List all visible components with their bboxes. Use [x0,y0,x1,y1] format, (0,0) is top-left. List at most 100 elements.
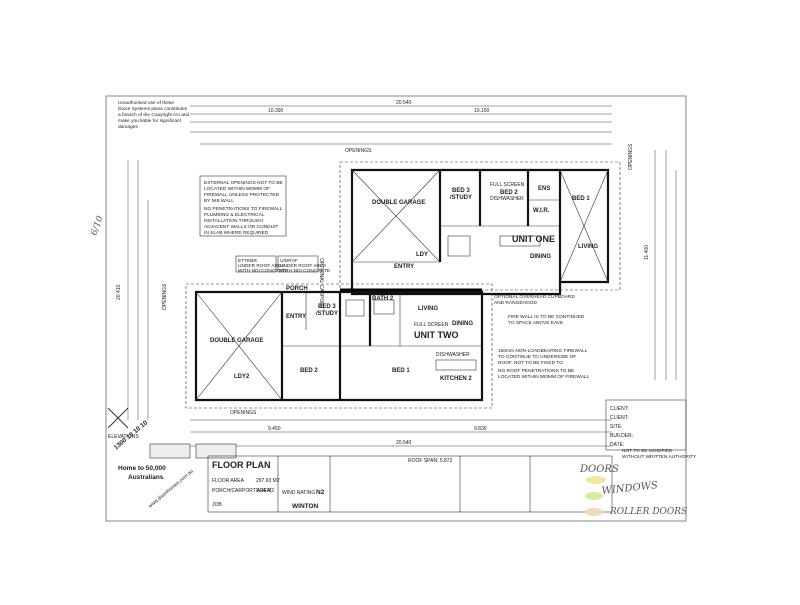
note-under-roof-left-1: ETTEBR [238,258,257,264]
note-under-roof-left-3: WITH NDI CONCRETE [238,268,288,274]
copyright-line-3: a breach of the Copyright Act and [118,112,190,118]
partner-badge [195,443,237,459]
highlight-roller [585,508,603,516]
note-penetrations-4: ADJACENT WALLS OR CONDUIT [204,224,278,230]
note-firewall-1: FIRE WALL IS TO BE CONTINUED [508,314,585,320]
floor-area-label: FLOOR AREA [212,478,245,484]
hand-note-top-left: 6/10 [89,214,105,237]
top-dimensions: 20.540 10.390 10.150 OPENINGS [190,100,612,154]
builder-badge [149,443,191,459]
builder-label: BUILDER: [610,433,633,439]
note-non-loadbearing-1: 150mm NON-LOADBEARING FIREWALL [498,348,588,354]
note-under-roof-right-2: UNDER ROOF AREA [280,263,327,269]
room-living-top: LIVING [578,244,598,250]
note-non-loadbearing-2: TO CONTINUE TO UNDERSIDE OF [498,354,576,360]
tagline-line-2: Australians [128,474,164,481]
handwritten-notes: 6/10 DOORS WINDOWS ROLLER DOORS [89,214,687,517]
note-non-loadbearing-3: ROOF. NOT TO BE FIXED TO [498,360,563,366]
site-label: SITE: [610,424,623,430]
note-overhead-1: OPTIONAL OVERHEAD CUPBOARD [494,294,575,300]
copyright-line-5: damages [118,124,138,130]
highlight-doors [586,476,606,484]
room-entry-top: ENTRY [394,264,414,270]
room-porch: PORCH [286,286,308,292]
client-label-2: CLIENT: [610,415,629,421]
note-no-modify-1: NOT TO BE MODIFIED [622,448,673,454]
dim-right-total: 11.400 [644,245,650,260]
client-label: CLIENT: [610,406,629,412]
note-firewall-2: TO SPACE ABOVE EAVE [508,320,563,326]
right-dimensions: 11.400 OPENINGS [628,143,677,380]
note-penetrations-2: PLUMBING & ELECTRICAL [204,212,265,218]
note-no-roof-pen-1: NO ROOF PENETRATIONS TO BE [498,368,574,374]
dim-bottom-right: 9.830 [474,426,487,432]
job-name: WINTON [292,503,319,510]
room-entry-bottom: ENTRY [286,314,306,320]
note-openings-4: BY NIB WALL [204,198,234,204]
date-label: DATE: [610,442,624,448]
hand-note-doors: DOORS [579,464,619,475]
note-under-roof-right-1: U/DRAF [280,258,298,264]
floor-area-value: 297.63 M2 [256,478,280,484]
note-under-roof-right-3: WITH NDI CONCRETE [280,268,330,274]
full-screen-bottom: FULL SCREEN [414,322,449,328]
title-floor-plan: FLOOR PLAN [212,460,271,470]
note-no-modify-2: WITHOUT WRITTEN AUTHORITY [622,454,697,460]
note-no-roof-pen-2: LOCATED WITHIN 900MM OF FIREWALL [498,374,589,380]
room-bed2-top: BED 2 [500,190,518,196]
room-double-garage-bottom: DOUBLE GARAGE [210,338,263,344]
room-study-bottom: /STUDY [316,311,338,317]
room-dining-top: DINING [530,254,551,260]
sheet-frame [105,95,687,522]
room-bed1-bottom: BED 1 [392,368,410,374]
hand-note-roller: ROLLER DOORS [609,507,687,517]
unit-two-plan: PORCH ENTRY BED 3 /STUDY BATH 2 LIVING F… [185,283,493,409]
room-kitchen: KITCHEN 2 [440,376,472,382]
note-penetrations-3: INSTALLATION THROUGH [204,218,263,224]
elevations-logo-icon [107,407,129,429]
note-openings-2: LOCATED WITHIN 900MM OF [204,186,270,192]
client-block: CLIENT: CLIENT: SITE: BUILDER: DATE: [605,399,687,451]
dim-left-total: 20.410 [116,284,122,300]
label-unit-one: UNIT ONE [512,234,555,244]
room-ldy-bottom: LDY2 [234,374,250,380]
tagline-line-1: Home to 50,000 [118,465,166,472]
note-openings-1: EXTERNAL OPENINGS NOT TO BE [204,180,283,186]
roof-span: ROOF SPAN: 5.872 [408,458,453,464]
room-wir-top: W.I.R. [533,208,550,214]
note-penetrations-1: NO PENETRATIONS TO FIREWALL [204,206,283,212]
wind-rating-label: WIND RATING [282,490,315,496]
copyright-note: Unauthorised use of these Dixon Systems … [118,100,190,130]
note-openings-3: FIREWALL UNLESS PROTECTED [204,192,280,198]
label-unit-two: UNIT TWO [414,330,459,340]
room-living-bottom: LIVING [418,306,438,312]
copyright-line-4: make you liable for significant [118,118,182,124]
note-optional-carport: OPTIONAL CARPORT [318,258,324,309]
note-penetrations-5: IN SLAB WHERE REQUIRED [204,230,269,236]
room-bath2: BATH 2 [372,296,394,302]
hand-note-windows: WINDOWS [601,480,658,497]
copyright-line-1: Unauthorised use of these [118,100,174,106]
highlight-windows [585,492,603,500]
left-dimensions: 20.410 OPENINGS [116,160,168,420]
plan-notes: EXTERNAL OPENINGS NOT TO BE LOCATED WITH… [199,175,697,460]
room-study-top: /STUDY [450,195,472,201]
porch-area-value: 8.94 M2 [256,488,274,494]
dim-overall-bottom: 20.540 [396,440,412,446]
job-label: JOB [212,502,222,508]
room-dining-bottom: DINING [452,321,473,327]
room-bed1-top: BED 1 [572,196,590,202]
openings-label-right: OPENINGS [628,143,634,170]
brand-block: ELEVATIONS 1300 10 10 10 Home to 50,000 … [107,407,237,510]
openings-label-bottom: OPENINGS [230,410,257,416]
room-bed3-top: BED 3 [452,188,470,194]
openings-label-top: OPENINGS [345,148,372,154]
room-bed3-bottom: BED 3 [318,304,336,310]
wind-rating-value: N2 [316,489,325,496]
room-ens: ENS [538,186,550,192]
room-ldy-top: LDY [416,252,428,258]
dim-top-right: 10.150 [474,108,490,114]
room-double-garage-top: DOUBLE GARAGE [372,200,425,206]
note-under-roof-left-2: UNDER ROOF AREA [238,263,285,269]
